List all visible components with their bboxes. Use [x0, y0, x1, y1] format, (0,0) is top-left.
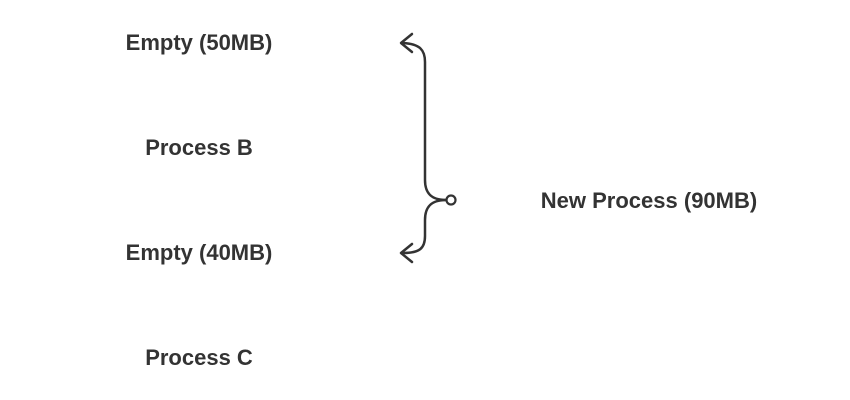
connector-origin-node: [445, 194, 457, 206]
new-process-label: New Process (90MB): [540, 188, 758, 213]
memory-block-empty-40mb: Empty (40MB): [125, 240, 273, 265]
connector-lower-arrowhead: [399, 242, 414, 264]
memory-block-process-c: Process C: [145, 345, 253, 370]
memory-block-process-b: Process B: [145, 135, 253, 160]
connector-upper-arrowhead: [399, 32, 414, 54]
connector-lower-branch: [401, 198, 448, 255]
memory-block-empty-50mb: Empty (50MB): [125, 30, 273, 55]
connector-upper-branch: [401, 41, 448, 202]
